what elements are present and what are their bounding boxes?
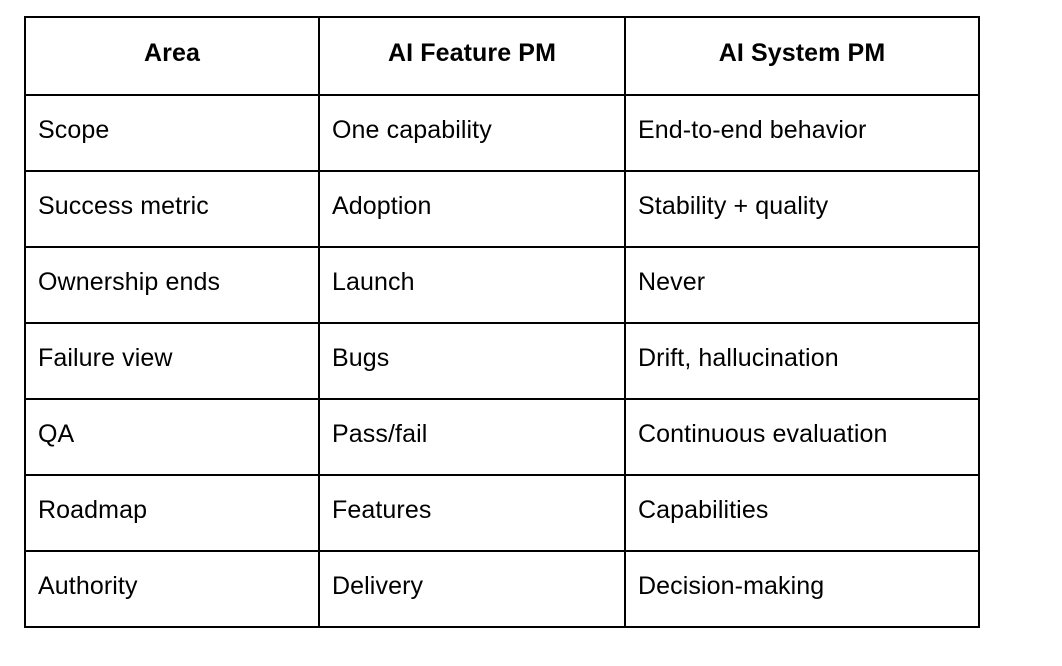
cell-area: Failure view [24,322,320,400]
cell-feature-pm: Adoption [318,170,626,248]
cell-system-pm: Decision-making [624,550,980,628]
cell-system-pm: Stability + quality [624,170,980,248]
cell-area: Roadmap [24,474,320,552]
table-row: Success metric Adoption Stability + qual… [24,170,980,248]
cell-feature-pm: Features [318,474,626,552]
table-row: Scope One capability End-to-end behavior [24,94,980,172]
cell-system-pm: Drift, hallucination [624,322,980,400]
cell-feature-pm: Launch [318,246,626,324]
cell-area: Scope [24,94,320,172]
cell-area: Authority [24,550,320,628]
table-row: QA Pass/fail Continuous evaluation [24,398,980,476]
column-header-system-pm: AI System PM [624,16,980,96]
table-row: Roadmap Features Capabilities [24,474,980,552]
cell-feature-pm: Delivery [318,550,626,628]
cell-area: QA [24,398,320,476]
table-row: Failure view Bugs Drift, hallucination [24,322,980,400]
column-header-feature-pm: AI Feature PM [318,16,626,96]
cell-area: Ownership ends [24,246,320,324]
cell-system-pm: Continuous evaluation [624,398,980,476]
table-header-row: Area AI Feature PM AI System PM [24,16,980,96]
cell-feature-pm: Pass/fail [318,398,626,476]
table-row: Ownership ends Launch Never [24,246,980,324]
table-header: Area AI Feature PM AI System PM [24,16,980,96]
cell-feature-pm: Bugs [318,322,626,400]
cell-system-pm: End-to-end behavior [624,94,980,172]
table-row: Authority Delivery Decision-making [24,550,980,628]
column-header-area: Area [24,16,320,96]
cell-system-pm: Never [624,246,980,324]
pm-comparison-table: Area AI Feature PM AI System PM Scope On… [24,16,980,628]
cell-area: Success metric [24,170,320,248]
cell-feature-pm: One capability [318,94,626,172]
table-body: Scope One capability End-to-end behavior… [24,94,980,628]
cell-system-pm: Capabilities [624,474,980,552]
